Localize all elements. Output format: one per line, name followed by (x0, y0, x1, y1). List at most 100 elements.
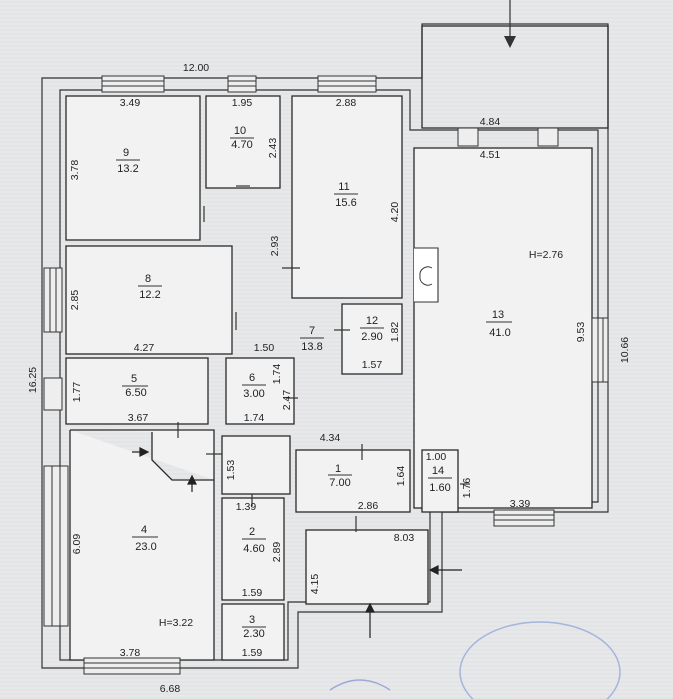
room-2-width: 1.59 (242, 587, 263, 599)
door-marks (177, 185, 470, 532)
window-left-5 (43, 377, 63, 411)
room-3-width: 1.59 (242, 647, 263, 659)
room-2-area: 4.60 (243, 543, 264, 555)
room-6-area: 3.00 (243, 388, 264, 400)
room-2 (221, 497, 285, 601)
room-corridor-2 (221, 435, 291, 495)
room-8-height: 2.85 (69, 290, 81, 311)
room-14-width: 1.00 (426, 451, 447, 463)
room-2-width-top: 1.39 (236, 501, 257, 513)
dim-4-15: 4.15 (309, 574, 321, 595)
room-14-number: 14 (432, 465, 444, 477)
room-4-area: 23.0 (135, 541, 156, 553)
room-6 (225, 357, 295, 425)
window-top-11 (317, 75, 377, 93)
room-12-width: 1.57 (362, 359, 383, 371)
room-4-height: 6.09 (71, 534, 83, 555)
window-right-13 (591, 317, 609, 383)
room-lower-right (305, 529, 429, 605)
room-5-number: 5 (131, 373, 137, 385)
dim-1-50: 1.50 (254, 342, 275, 354)
window-bottom-4 (83, 657, 181, 675)
room-2-number: 2 (249, 526, 255, 538)
room-6-height-2: 2.47 (281, 390, 293, 411)
dim-4-51: 4.51 (480, 149, 501, 161)
room-9-width: 3.49 (120, 97, 141, 109)
room-3 (221, 603, 285, 661)
room-1-area: 7.00 (329, 477, 350, 489)
dim-4-84: 4.84 (480, 116, 501, 128)
room-13-height: 9.53 (575, 322, 587, 343)
stove-icon (414, 247, 439, 303)
room-10-number: 10 (234, 125, 246, 137)
room-8-number: 8 (145, 273, 151, 285)
room-13 (413, 147, 593, 509)
height-322: H=3.22 (159, 617, 193, 629)
room-11-height: 4.20 (389, 202, 401, 223)
porch (421, 25, 609, 129)
room-7-number: 7 (309, 325, 315, 337)
room-9-area: 13.2 (117, 163, 138, 175)
entrance-arrows (132, 447, 462, 638)
room-14 (421, 449, 459, 513)
room-1 (295, 449, 411, 513)
dim-right-height: 10.66 (619, 337, 631, 363)
room-8-area: 12.2 (139, 289, 160, 301)
dim-4-27: 4.27 (134, 342, 155, 354)
room-2-height: 2.89 (271, 542, 283, 563)
room-3-number: 3 (249, 614, 255, 626)
signature-mark (329, 679, 391, 691)
window-top-13 (457, 127, 559, 147)
dim-bottom-width: 6.68 (160, 683, 181, 695)
room-5-height: 1.77 (71, 382, 83, 403)
window-left-8 (43, 267, 63, 333)
stamp-seal (459, 621, 621, 699)
room-11 (291, 95, 403, 299)
room-14-area: 1.60 (429, 482, 450, 494)
room-12-height: 1.82 (389, 322, 401, 343)
room-5-area: 6.50 (125, 387, 146, 399)
dim-3-39: 3.39 (510, 498, 531, 510)
dim-4-34: 4.34 (320, 432, 341, 444)
window-top-9 (101, 75, 165, 93)
room-7-height: 2.93 (269, 236, 281, 257)
room-14-height: 1.76 (461, 478, 473, 499)
room-3-area: 2.30 (243, 628, 264, 640)
room-10-width: 1.95 (232, 97, 253, 109)
dim-3-78-bottom: 3.78 (120, 647, 141, 659)
dim-8-03: 8.03 (394, 532, 415, 544)
window-bottom-13 (493, 509, 555, 527)
room-12 (341, 303, 403, 375)
room-10 (205, 95, 281, 189)
room-10-area: 4.70 (231, 139, 252, 151)
room-11-number: 11 (338, 181, 349, 193)
room-7-area: 13.8 (301, 341, 322, 353)
room-6-number: 6 (249, 372, 255, 384)
window-top-10 (227, 75, 257, 93)
dim-3-67: 3.67 (128, 412, 149, 424)
window-left-4 (43, 465, 69, 627)
room-11-width: 2.88 (336, 97, 357, 109)
dim-2-86: 2.86 (358, 500, 379, 512)
room-4-number: 4 (141, 524, 147, 536)
height-276: H=2.76 (529, 249, 563, 261)
room-6-height: 1.74 (271, 364, 283, 385)
room-1-number: 1 (335, 463, 341, 475)
room-2-height-2: 1.53 (225, 460, 237, 481)
room-11-area: 15.6 (335, 197, 356, 209)
room-9-number: 9 (123, 147, 129, 159)
room-6-width: 1.74 (244, 412, 265, 424)
dim-top-width: 12.00 (183, 62, 209, 74)
room-5 (65, 357, 209, 425)
room-12-number: 12 (366, 315, 378, 327)
room-9-height: 3.78 (69, 160, 81, 181)
room-13-area: 41.0 (489, 327, 510, 339)
room-13-number: 13 (492, 309, 504, 321)
room-10-height: 2.43 (267, 138, 279, 159)
room-1-height: 1.64 (395, 466, 407, 487)
stove-flame-icon (419, 266, 433, 286)
dim-left-height: 16.25 (27, 367, 39, 393)
room-8 (65, 245, 233, 355)
room-12-area: 2.90 (361, 331, 382, 343)
